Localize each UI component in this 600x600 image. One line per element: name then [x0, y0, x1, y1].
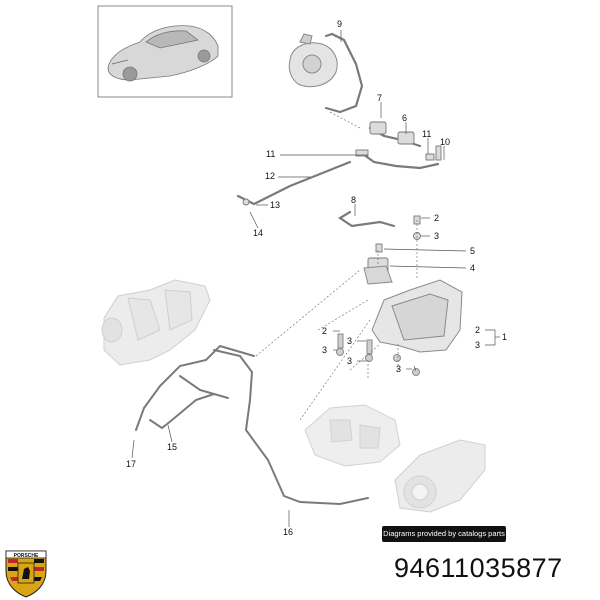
- callout-8: 8: [351, 195, 357, 205]
- callout-2-upper: 2: [434, 213, 440, 223]
- callout-3-mid-upper: 3: [347, 336, 353, 346]
- callout-12: 12: [265, 171, 276, 181]
- callout-3-mid-lower: 3: [347, 356, 353, 366]
- catalog-watermark: Diagrams provided by catalogs parts: [382, 526, 506, 542]
- engine-block-faded: [304, 404, 401, 467]
- vacuum-lines-upper: [236, 32, 440, 228]
- turbocharger-right-faded: [394, 439, 486, 513]
- svg-text:PORSCHE: PORSCHE: [14, 553, 39, 559]
- callout-1: 1: [502, 332, 508, 342]
- callout-9: 9: [337, 19, 343, 29]
- turbocharger-left-faded: [101, 279, 211, 366]
- callout-6: 6: [402, 113, 408, 123]
- vacuum-lines-lower: [135, 344, 369, 506]
- mounting-bracket: [336, 265, 463, 376]
- callout-2-bracket: 2: [475, 325, 481, 335]
- vehicle-thumbnail: [97, 5, 233, 98]
- callout-3-bracket: 3: [475, 340, 481, 350]
- callout-3-lower-right: 3: [396, 364, 402, 374]
- callout-11-left: 11: [266, 149, 276, 159]
- callout-11-right: 11: [422, 129, 432, 139]
- callout-leader-lines: [131, 30, 500, 527]
- callout-7: 7: [377, 93, 383, 103]
- callout-5: 5: [470, 246, 476, 256]
- callout-14: 14: [253, 228, 264, 238]
- part-number: 94611035877: [394, 553, 563, 583]
- callout-4: 4: [470, 263, 476, 273]
- assembly-guide-lines: [255, 111, 418, 421]
- callout-2-left: 2: [322, 326, 328, 336]
- callout-15: 15: [167, 442, 178, 452]
- callout-17: 17: [126, 459, 137, 469]
- vacuum-pump: [288, 33, 338, 88]
- car-silhouette: [107, 25, 219, 82]
- callout-3-upper: 3: [434, 231, 440, 241]
- porsche-crest-logo: PORSCHE: [5, 550, 47, 598]
- callout-16: 16: [283, 527, 294, 537]
- callout-3-left: 3: [322, 345, 328, 355]
- callout-13: 13: [270, 200, 281, 210]
- callout-10: 10: [440, 137, 451, 147]
